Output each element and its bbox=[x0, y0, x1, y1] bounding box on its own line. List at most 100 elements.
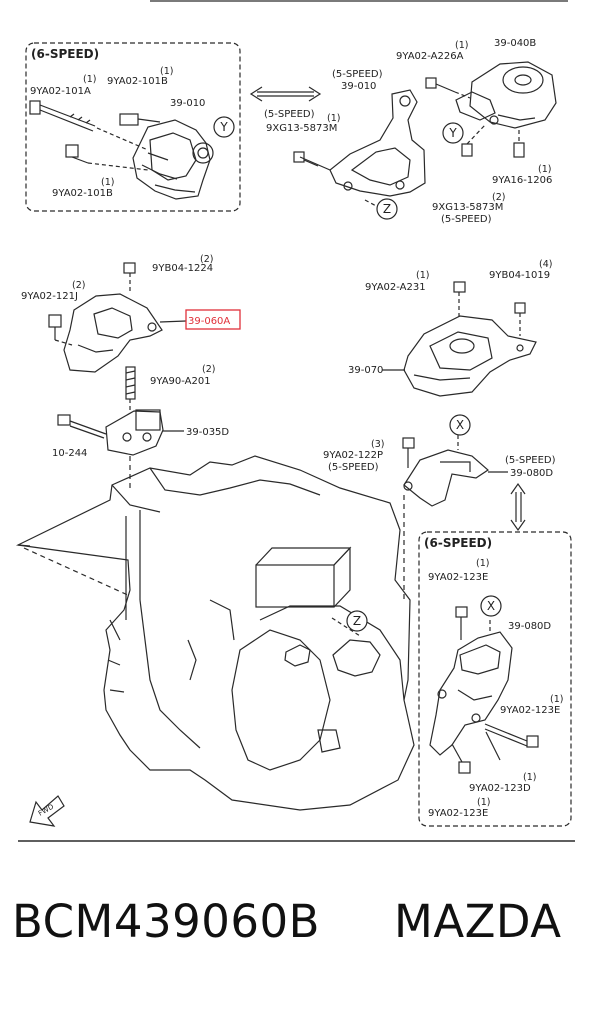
br-qty3: (1) bbox=[523, 772, 536, 783]
six-speed-box-top bbox=[25, 42, 241, 212]
ml-pn4: 10-244 bbox=[52, 448, 87, 459]
six-speed-box-bottom bbox=[418, 531, 572, 827]
tr-qty1: (1) bbox=[455, 40, 468, 51]
bolt-9YA02-A231 bbox=[453, 281, 466, 318]
mr-qty2: (4) bbox=[539, 259, 552, 270]
mr-5speed-1: (5-SPEED) bbox=[328, 462, 379, 473]
tm-qty: (1) bbox=[327, 113, 340, 124]
br-qty1: (1) bbox=[476, 558, 489, 569]
product-caption: BCM439060B MAZDA bbox=[0, 895, 600, 975]
ml-part2: 39-035D bbox=[186, 427, 229, 438]
bolt-9YA02-123D bbox=[485, 731, 501, 761]
bolt-9YA02-A226A bbox=[425, 77, 471, 99]
mount-39-060A bbox=[63, 293, 187, 373]
mount-39-010-6speed bbox=[132, 119, 214, 200]
tl-pn2: 9YA02-101B bbox=[107, 76, 168, 87]
br-title: (6-SPEED) bbox=[424, 536, 492, 550]
mr-qty3: (3) bbox=[371, 439, 384, 450]
circle-y-left bbox=[213, 116, 235, 138]
nut-9YB04-1019 bbox=[514, 302, 526, 336]
bolt-9YA02-101B-a bbox=[119, 113, 161, 126]
highlight-box bbox=[185, 309, 241, 330]
engine-block bbox=[15, 455, 415, 811]
br-pn2: 9YA02-123E bbox=[500, 705, 560, 716]
double-arrow-horizontal bbox=[249, 86, 322, 102]
circle-z-top bbox=[376, 198, 398, 220]
tl-pn1: 9YA02-101A bbox=[30, 86, 91, 97]
ml-qty3: (2) bbox=[202, 364, 215, 375]
label-z-top: Z bbox=[383, 202, 391, 216]
stud-9XG13-5873M-left bbox=[293, 151, 319, 167]
ml-pn3: 9YA90-A201 bbox=[150, 376, 211, 387]
tl-qty2: (1) bbox=[160, 66, 173, 77]
tr-qty2: (1) bbox=[538, 164, 551, 175]
tl-qty1: (1) bbox=[83, 74, 96, 85]
tm-5speed-2: (5-SPEED) bbox=[264, 109, 315, 120]
mr-part: 39-070 bbox=[348, 365, 383, 376]
br-qty2: (1) bbox=[550, 694, 563, 705]
bolt-9YA02-122P bbox=[402, 437, 415, 468]
tm-part: 39-010 bbox=[341, 81, 376, 92]
bracket-39-035D bbox=[105, 399, 164, 456]
label-y-left: Y bbox=[219, 120, 228, 134]
ml-pn2: 9YA02-121J bbox=[21, 291, 78, 302]
nut-9YB04-1224 bbox=[123, 262, 136, 293]
double-arrow-vertical bbox=[510, 482, 526, 532]
br-pn4: 9YA02-123E bbox=[428, 808, 488, 819]
tr-part: 39-040B bbox=[494, 38, 536, 49]
tr-pn1: 9YA02-A226A bbox=[396, 51, 464, 62]
bolt-9YA02-101A bbox=[29, 100, 149, 151]
ml-part-highlight: 39-060A bbox=[188, 316, 230, 327]
bracket-39-080D-6speed bbox=[429, 620, 513, 756]
fwd-arrow-icon bbox=[29, 795, 65, 827]
bolt-9YA16-1206 bbox=[513, 130, 525, 158]
tr-qty3: (2) bbox=[492, 192, 505, 203]
br-pn1: 9YA02-123E bbox=[428, 572, 488, 583]
tl-pn3: 9YA02-101B bbox=[52, 188, 113, 199]
mr-pn2: 9YB04-1019 bbox=[489, 270, 550, 281]
label-x-bottom: X bbox=[487, 599, 495, 613]
label-y-right: Y bbox=[448, 126, 457, 140]
bolt-9YA02-123E-bottom bbox=[451, 743, 471, 774]
bracket-39-010-5speed bbox=[299, 89, 426, 209]
mr-pn3: 9YA02-122P bbox=[323, 450, 383, 461]
engine-bracket-plate bbox=[255, 564, 335, 608]
tm-pn: 9XG13-5873M bbox=[266, 123, 337, 134]
ml-pn1: 9YB04-1224 bbox=[152, 263, 213, 274]
bolt-9YA02-123E-right bbox=[484, 723, 539, 748]
tr-pn3: 9XG13-5873M bbox=[432, 202, 503, 213]
bolt-9YA02-121J bbox=[48, 314, 73, 346]
bracket-39-080D-5speed bbox=[403, 435, 489, 507]
tl-qty3: (1) bbox=[101, 177, 114, 188]
circle-x-mid bbox=[449, 414, 471, 436]
mount-39-040B bbox=[455, 61, 557, 129]
brand-name: MAZDA bbox=[394, 895, 562, 948]
circle-y-right bbox=[442, 122, 464, 144]
tm-5speed-1: (5-SPEED) bbox=[332, 69, 383, 80]
leader-z bbox=[331, 617, 361, 637]
label-x-mid: X bbox=[456, 418, 464, 432]
ml-qty1: (2) bbox=[200, 254, 213, 265]
tr-pn2: 9YA16-1206 bbox=[492, 175, 552, 186]
ml-qty2: (2) bbox=[72, 280, 85, 291]
mr-qty1: (1) bbox=[416, 270, 429, 281]
bolt-9YA02-123E-top bbox=[455, 606, 468, 640]
fwd-label: FWD bbox=[37, 803, 55, 818]
bolt-9YA02-101B-b bbox=[65, 144, 149, 171]
tr-5speed: (5-SPEED) bbox=[441, 214, 492, 225]
bolt-10-244 bbox=[57, 414, 107, 439]
tl-title: (6-SPEED) bbox=[31, 47, 99, 61]
mount-39-070 bbox=[403, 315, 537, 397]
stud-9YA90-A201 bbox=[125, 366, 136, 400]
circle-x-bottom bbox=[480, 595, 502, 617]
mr-pn1: 9YA02-A231 bbox=[365, 282, 426, 293]
mr-5speed-2: (5-SPEED) bbox=[505, 455, 556, 466]
br-qty4: (1) bbox=[477, 797, 490, 808]
br-pn3: 9YA02-123D bbox=[469, 783, 531, 794]
circle-z-engine bbox=[346, 610, 368, 632]
stud-9XG13-5873M-right bbox=[461, 124, 486, 157]
label-z-engine: Z bbox=[353, 614, 361, 628]
tl-part: 39-010 bbox=[170, 98, 205, 109]
